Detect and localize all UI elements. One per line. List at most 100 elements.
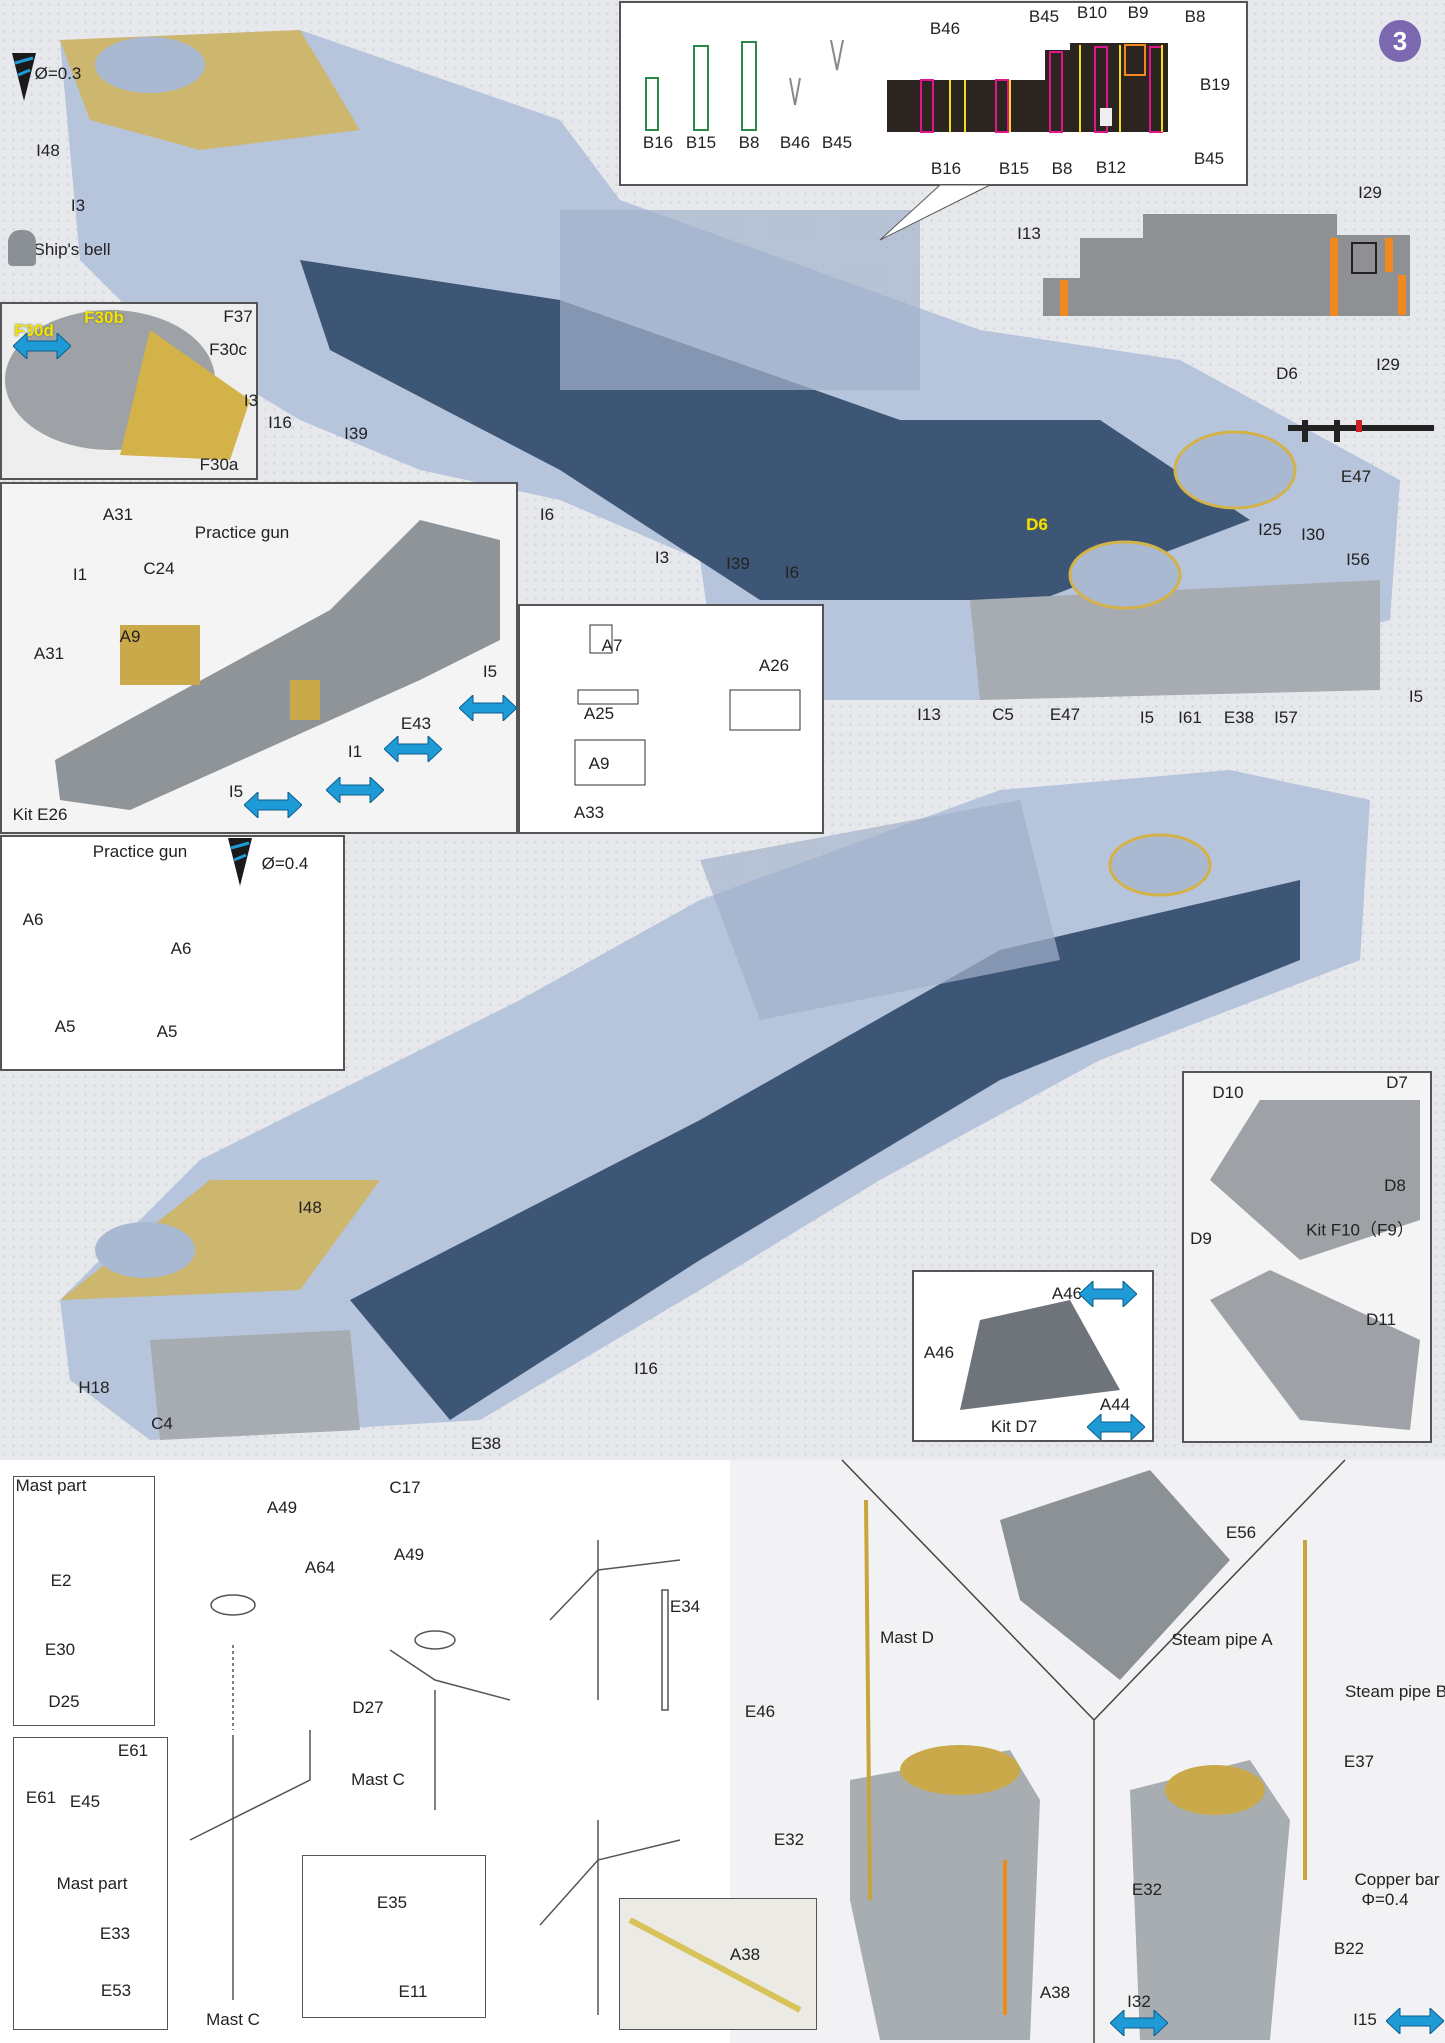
a6-inset-panel (0, 835, 345, 1071)
mast-diagram-label: E34 (669, 1597, 701, 1616)
top-photo-label: D6 (1276, 364, 1298, 383)
drill-bit-icon (12, 53, 36, 106)
mast-photos-label: Φ=0.4 (1361, 1890, 1409, 1909)
practice-gun-inset-label: A31 (33, 644, 65, 663)
mast-photos-label: A38 (1039, 1983, 1071, 2002)
top-photo-label: I3 (243, 391, 259, 410)
d7-inset-label: Kit D7 (990, 1417, 1038, 1436)
practice-gun-inset-label: Practice gun (194, 523, 290, 542)
ladder-diagram-label: B16 (642, 133, 674, 152)
d7-inset-label: A46 (923, 1343, 955, 1362)
ladder-diagram-label: B45 (821, 133, 853, 152)
a6-inset-label: A5 (54, 1017, 76, 1036)
a26-inset-label: A26 (758, 656, 790, 675)
ship-superstructure-middle (60, 770, 1370, 1440)
f30-inset-label: F30b (84, 308, 124, 327)
a25-a9-drawing (574, 624, 801, 786)
top-photo-label: Ship's bell (33, 240, 111, 259)
top-photo-label: E38 (1223, 708, 1255, 727)
ladder-diagram-label: B46 (929, 19, 961, 38)
double-arrow-icon (1109, 2008, 1169, 2038)
mast-diagram-label: E35 (376, 1893, 408, 1912)
mast-diagram-label: E11 (398, 1982, 428, 2001)
practice-gun-deck (55, 520, 500, 810)
double-arrow-icon (383, 734, 443, 764)
mast-diagram-label: D27 (352, 1698, 384, 1717)
top-photo-label: E47 (1049, 705, 1081, 724)
side-diagram-label: I13 (1017, 224, 1041, 243)
top-photo-label: I6 (784, 563, 800, 582)
side-diagram-label: I29 (1376, 355, 1400, 374)
d10-inset-label: D11 (1366, 1310, 1396, 1329)
mast-diagram-label: Mast part (15, 1476, 87, 1495)
side-diagram-label: I29 (1358, 183, 1382, 202)
practice-gun-inset-label: I5 (228, 782, 244, 801)
top-photo-label: I39 (344, 424, 368, 443)
middle-photo-label: C4 (151, 1414, 173, 1433)
double-arrow-icon (12, 331, 72, 361)
practice-gun-inset-label: A31 (102, 505, 134, 524)
top-photo-label: I16 (268, 413, 292, 432)
practice-gun-inset-label: I5 (482, 662, 498, 681)
f30-inset-label: F30c (209, 340, 247, 359)
a26-inset-label: A7 (601, 636, 623, 655)
middle-photo-label: I48 (298, 1198, 322, 1217)
step-number-badge: 3 (1379, 20, 1421, 62)
middle-photo-label: E38 (470, 1434, 502, 1453)
ladder-diagram-label: B16 (930, 159, 962, 178)
ladder-diagram-label: B46 (779, 133, 811, 152)
mast-diagram-label: Mast part (56, 1874, 128, 1893)
e35-panel (302, 1855, 486, 2018)
top-photo-label: I3 (654, 548, 670, 567)
top-photo-label: C5 (992, 705, 1014, 724)
mast-photos-label: Copper bar (1354, 1870, 1440, 1889)
top-photo-label: I57 (1274, 708, 1298, 727)
ladder-diagram-label: B10 (1076, 3, 1108, 22)
a26-inset-label: A33 (573, 803, 605, 822)
practice-gun-inset-label: A9 (119, 627, 141, 646)
a6-inset-label: Practice gun (92, 842, 188, 861)
ladder-diagram-label: B45 (1028, 7, 1060, 26)
top-photo-label: I5 (1139, 708, 1155, 727)
ladder-diagram-label: B8 (1051, 159, 1073, 178)
top-photo-label: I5 (1408, 687, 1424, 706)
ladder-diagram-label: B12 (1095, 158, 1127, 177)
practice-gun-inset-label: Kit E26 (12, 805, 68, 824)
practice-gun-inset-label: I1 (347, 742, 363, 761)
d7-inset-label: A44 (1099, 1395, 1131, 1414)
double-arrow-icon (1385, 2006, 1445, 2036)
mast-diagram-label: Mast C (206, 2010, 260, 2029)
d10-inset-label: D7 (1386, 1073, 1408, 1092)
top-photo-label: D6 (1026, 515, 1048, 534)
mast-photos-label: Steam pipe B (1344, 1682, 1445, 1701)
mast-photos-label: E32 (1131, 1880, 1163, 1899)
d10-inset-label: D8 (1384, 1176, 1406, 1195)
double-arrow-icon (1086, 1412, 1146, 1442)
a6-inset-label: Ø=0.4 (261, 854, 309, 873)
a26-inset-label: A25 (583, 704, 615, 723)
mast-photos-label: E32 (773, 1830, 805, 1849)
mast-diagram-label: A64 (304, 1558, 336, 1577)
double-arrow-icon (1078, 1279, 1138, 1309)
double-arrow-icon (243, 790, 303, 820)
mast-diagram-label: D25 (48, 1692, 80, 1711)
d7-inset-label: A46 (1051, 1284, 1083, 1303)
practice-gun-inset-label: E43 (400, 714, 432, 733)
f30-inset-label: F30a (199, 455, 239, 474)
side-wall-diagram (1043, 214, 1410, 316)
mast-diagram-label: E61 (117, 1741, 149, 1760)
top-photo-label: E47 (1340, 467, 1372, 486)
top-photo-label: I48 (36, 141, 60, 160)
ladder-diagram-label: B19 (1199, 75, 1231, 94)
a6-inset-label: A6 (170, 939, 192, 958)
middle-photo-label: I16 (634, 1359, 658, 1378)
practice-gun-inset-label: C24 (143, 559, 175, 578)
ship-superstructure-top (60, 30, 1400, 700)
mast-photos-label: A38 (729, 1945, 761, 1964)
a26-inset-label: A9 (588, 754, 610, 773)
mast-diagram-label: E2 (50, 1571, 72, 1590)
mast-photos-label: Mast D (880, 1628, 934, 1647)
top-photo-label: I61 (1178, 708, 1202, 727)
mast-diagram-label: E45 (69, 1792, 101, 1811)
